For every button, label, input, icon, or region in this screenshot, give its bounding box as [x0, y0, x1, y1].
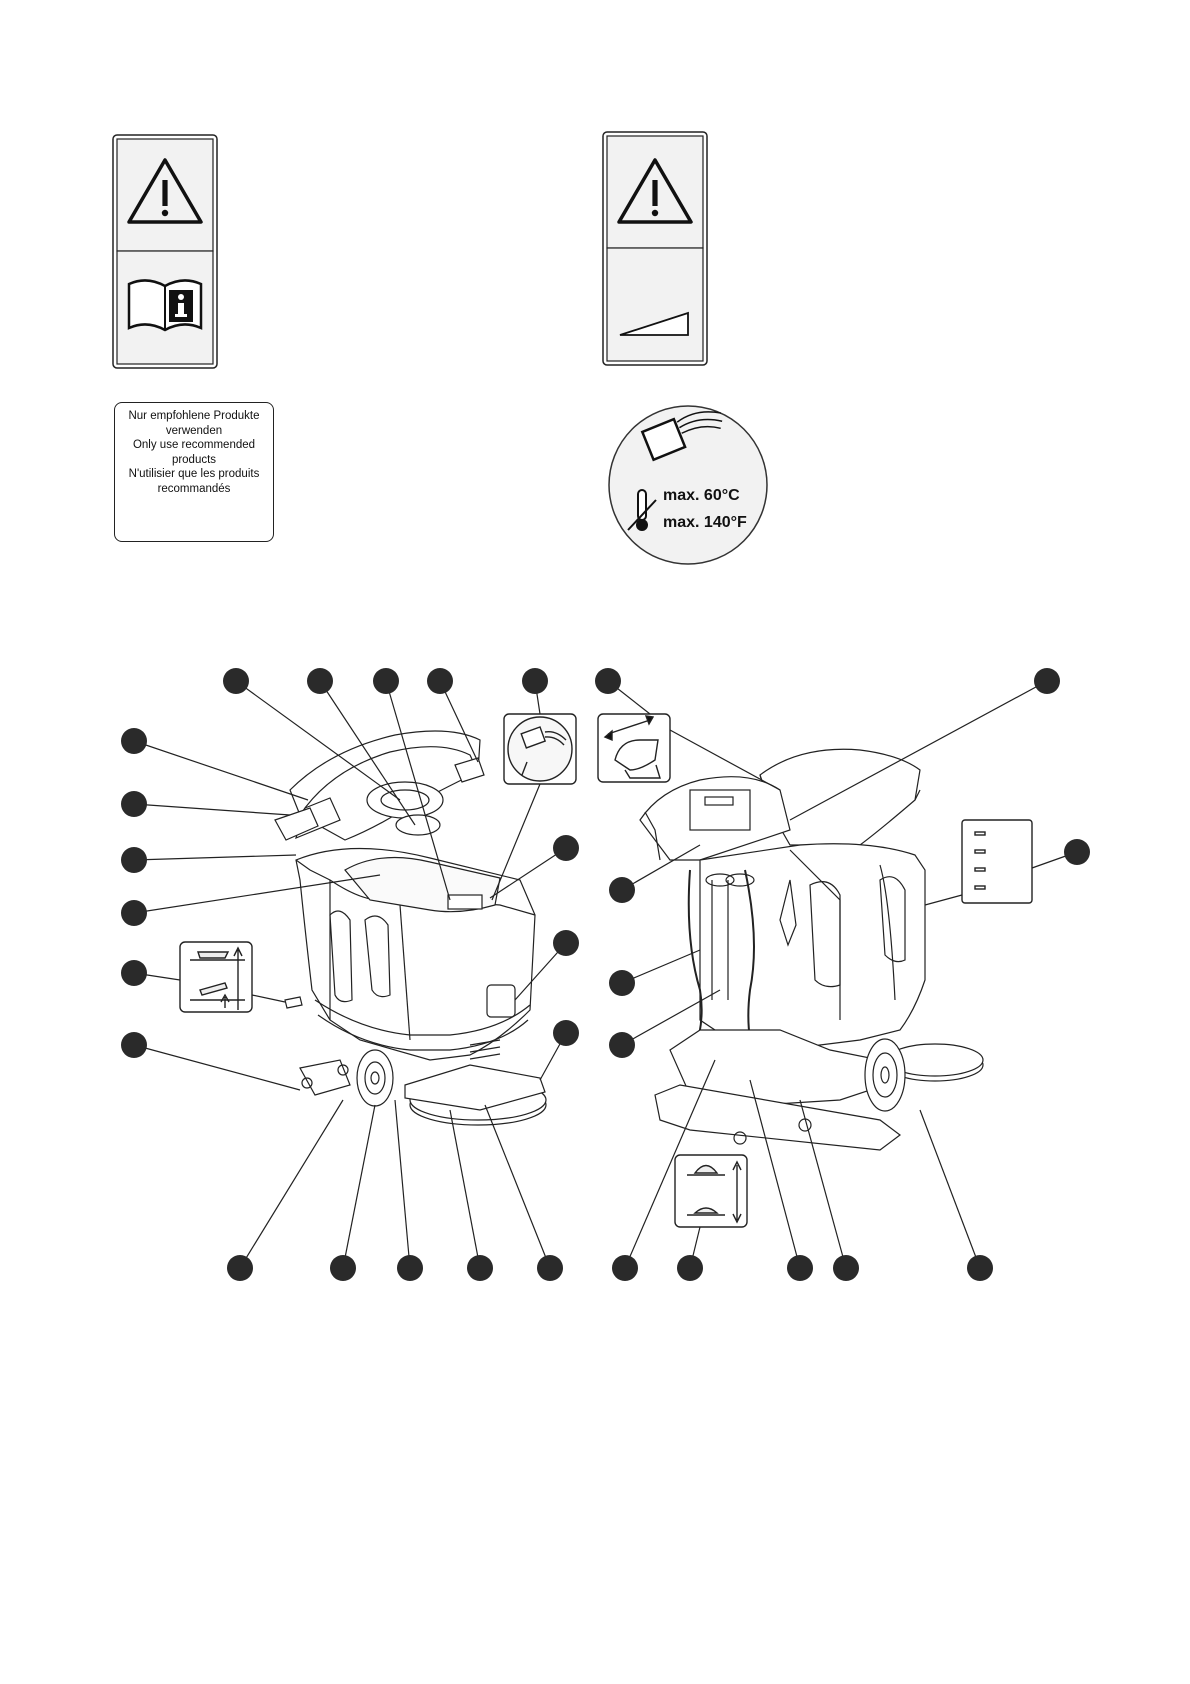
callout-dot: [609, 877, 635, 903]
temperature-label: [609, 402, 767, 564]
callout-dot: [553, 930, 579, 956]
scrubber-rear-view: [640, 749, 983, 1150]
callout-dot: [121, 1032, 147, 1058]
callout-dot: [553, 1020, 579, 1046]
callout-dot: [609, 1032, 635, 1058]
callout-dot: [330, 1255, 356, 1281]
pouring-container-icon: [504, 714, 576, 784]
label-line: recommandés: [115, 482, 273, 497]
callout-dot: [967, 1255, 993, 1281]
label-line: Only use recommended: [115, 438, 273, 453]
warning-slope-label: [603, 132, 707, 365]
control-panel-icon: [962, 820, 1032, 903]
label-line: Nur empfohlene Produkte: [115, 409, 273, 424]
callout-dot: [553, 835, 579, 861]
callout-dot: [467, 1255, 493, 1281]
warning-manual-label: [113, 135, 217, 368]
callout-dot: [833, 1255, 859, 1281]
callout-dot: [787, 1255, 813, 1281]
read-manual-icon: [129, 280, 201, 330]
callout-dot: [307, 668, 333, 694]
callout-dot: [537, 1255, 563, 1281]
callout-dot: [1064, 839, 1090, 865]
callout-dot: [121, 791, 147, 817]
callout-dot: [522, 668, 548, 694]
squeegee-lift-icon: [598, 714, 670, 782]
callout-dot: [427, 668, 453, 694]
callout-dot: [1034, 668, 1060, 694]
callout-dot: [121, 960, 147, 986]
scrubber-front-view: [275, 731, 546, 1125]
recommended-products-text: Nur empfohlene Produkte verwenden Only u…: [115, 409, 273, 496]
callout-dot: [612, 1255, 638, 1281]
pad-pressure-icon: [675, 1155, 747, 1227]
callout-dot: [121, 900, 147, 926]
callout-dot: [121, 847, 147, 873]
brush-deck-lift-icon: [180, 942, 252, 1012]
label-line: products: [115, 453, 273, 468]
max-temp-fahrenheit: max. 140°F: [663, 514, 747, 532]
callout-dot: [227, 1255, 253, 1281]
label-line: verwenden: [115, 424, 273, 439]
label-line: N'utilisier que les produits: [115, 467, 273, 482]
max-temp-celsius: max. 60°C: [663, 487, 740, 505]
callout-dot: [373, 668, 399, 694]
callout-dot: [121, 728, 147, 754]
callout-dot: [397, 1255, 423, 1281]
recommended-products-label: Nur empfohlene Produkte verwenden Only u…: [114, 402, 274, 542]
callout-dot: [609, 970, 635, 996]
callout-dot: [223, 668, 249, 694]
callout-dot: [677, 1255, 703, 1281]
callout-dot: [595, 668, 621, 694]
